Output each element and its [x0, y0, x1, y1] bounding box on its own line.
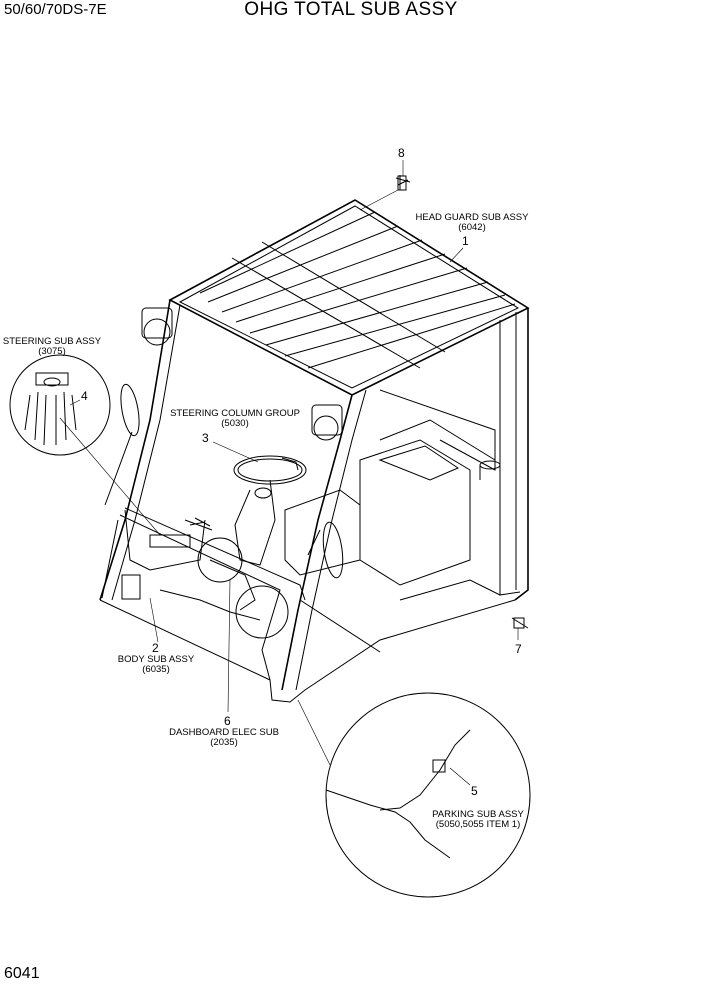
callout-2-code: (6035)	[142, 664, 170, 675]
bolt-8-icon	[395, 175, 411, 191]
model-code: 50/60/70DS-7E	[4, 1, 107, 18]
guard-posts	[99, 299, 529, 691]
callout-5-number: 5	[471, 784, 478, 798]
dashboard-panel	[121, 509, 261, 621]
leader-5	[449, 767, 471, 786]
callout-4-name: STEERING SUB ASSY	[2, 336, 102, 347]
body-outline	[99, 389, 516, 703]
leader-5b	[297, 699, 331, 766]
callout-5-code: (5050,5055 ITEM 1)	[435, 819, 521, 830]
callout-3-name: STEERING COLUMN GROUP	[170, 408, 300, 419]
mirror-left	[104, 383, 140, 506]
leader-4b	[59, 417, 161, 536]
callout-3-number: 3	[202, 431, 209, 445]
callout-1-name: HEAD GUARD SUB ASSY	[415, 212, 529, 223]
callout-6-number: 6	[224, 714, 231, 728]
callout-2-number: 2	[152, 641, 159, 655]
lamp-right	[311, 404, 343, 441]
callout-5-name: PARKING SUB ASSY	[432, 809, 524, 820]
callout-6-code: (2035)	[210, 737, 238, 748]
parking-detail-circle	[325, 692, 531, 898]
page-number: 6041	[4, 965, 40, 982]
mirror-right	[307, 521, 344, 579]
leader-1	[449, 247, 464, 263]
steering-detail-circle	[9, 354, 111, 456]
leader-6	[227, 579, 231, 713]
callout-1-code: (6042)	[458, 222, 486, 233]
callout-6-name: DASHBOARD ELEC SUB	[169, 727, 279, 738]
leader-8b	[359, 189, 399, 211]
callout-1-number: 1	[462, 234, 469, 248]
lamp-left	[141, 307, 173, 346]
page-title: OHG TOTAL SUB ASSY	[244, 0, 458, 20]
steering-valve-detail	[24, 372, 77, 446]
callout-8-number: 8	[398, 146, 405, 160]
leader-3	[212, 441, 259, 463]
callout-4-code: (3075)	[38, 346, 66, 357]
head-guard-frame	[168, 199, 530, 396]
leader-2	[149, 597, 159, 643]
parking-cable-detail	[325, 729, 471, 859]
steering-wheel	[233, 455, 307, 566]
bolt-7-icon	[511, 617, 529, 629]
dash-detail-circle-2	[235, 585, 289, 639]
callout-7-number: 7	[515, 642, 522, 656]
leader-4	[69, 399, 81, 406]
callout-4-number: 4	[81, 389, 88, 403]
dash-detail-circle-1	[197, 537, 243, 583]
callout-3-code: (5030)	[221, 418, 249, 429]
callout-2-name: BODY SUB ASSY	[117, 654, 195, 665]
